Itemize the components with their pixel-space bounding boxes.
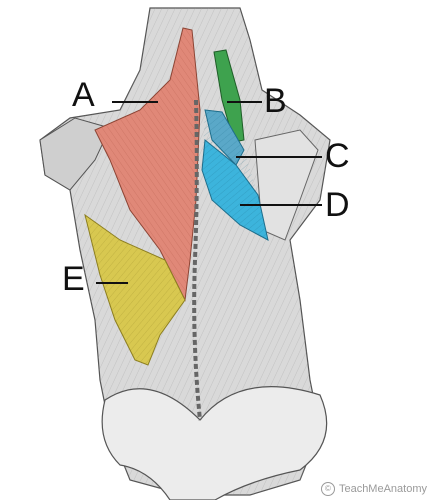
- label-d: D: [325, 186, 350, 224]
- label-c: C: [325, 137, 350, 175]
- muscle-e-texture: [85, 215, 185, 365]
- watermark: © TeachMeAnatomy: [320, 482, 427, 496]
- muscle-a-texture: [95, 28, 200, 300]
- left-shoulder: [39, 117, 111, 191]
- watermark-text: TeachMeAnatomy: [338, 483, 427, 495]
- muscle-d-texture: [202, 110, 268, 240]
- label-b: B: [264, 82, 287, 120]
- label-a: A: [72, 76, 95, 114]
- label-e: E: [62, 260, 85, 298]
- spinal-column: [192, 99, 202, 421]
- muscle-b-region: [213, 49, 245, 143]
- copyright-c-icon: ©: [320, 482, 335, 496]
